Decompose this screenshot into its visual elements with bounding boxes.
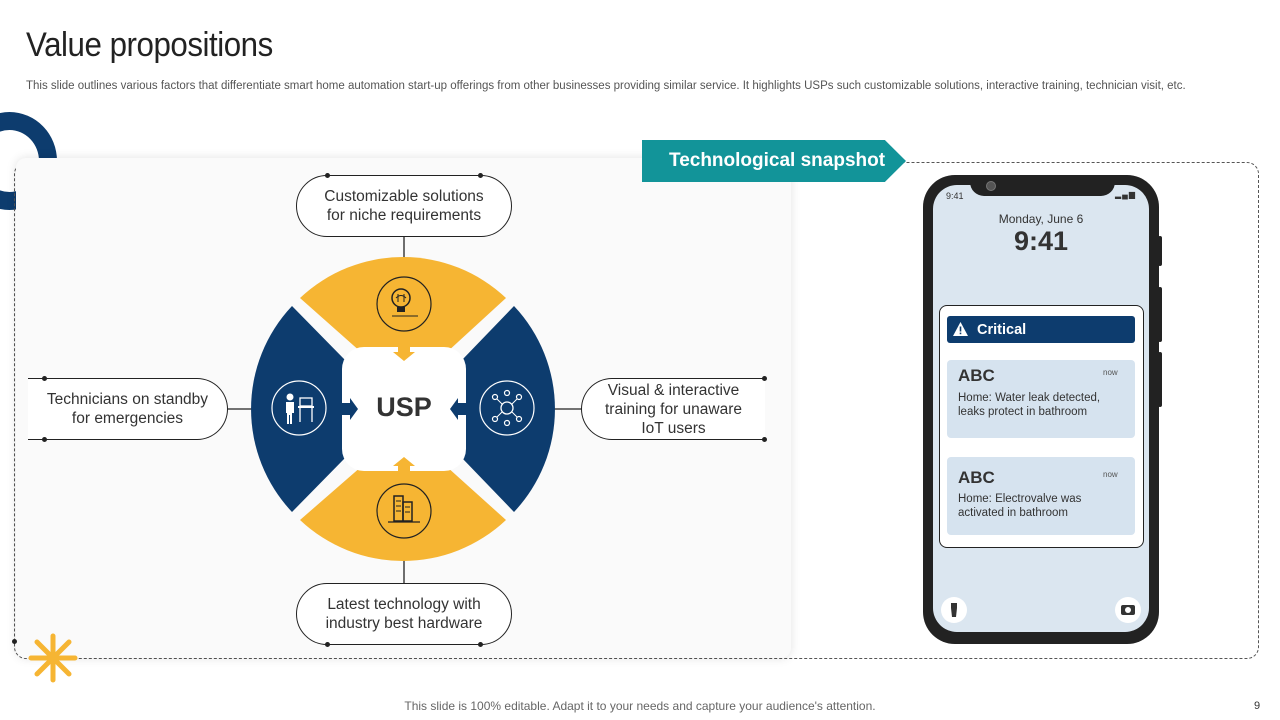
camera-icon xyxy=(986,181,996,191)
lightbulb-brain-icon xyxy=(376,276,432,332)
phone-notch xyxy=(970,176,1115,196)
phone-side-button xyxy=(1158,352,1162,407)
notification-body: Home: Electrovalve was activated in bath… xyxy=(958,493,1082,519)
page-number: 9 xyxy=(1254,700,1261,712)
arrow-top xyxy=(393,346,415,361)
phone-side-button xyxy=(1158,236,1162,266)
lock-screen-clock: 9:41 xyxy=(1013,226,1069,256)
phone-side-button xyxy=(1158,287,1162,342)
signal-icon: ▂▄▆ xyxy=(1115,190,1136,199)
notification-title: ABC xyxy=(958,468,995,487)
arrow-bottom xyxy=(393,457,415,472)
connector-dot xyxy=(762,437,767,442)
page-subtitle: This slide outlines various factors that… xyxy=(26,80,1186,92)
flashlight-button[interactable] xyxy=(941,597,967,623)
usp-latest-technology: Latest technology with industry best har… xyxy=(296,583,512,645)
notification-body: Home: Water leak detected, leaks protect… xyxy=(958,392,1101,418)
usp-technicians-standby: Technicians on standby for emergencies xyxy=(28,378,228,440)
notification-card[interactable] xyxy=(947,457,1135,535)
footer-note: This slide is 100% editable. Adapt it to… xyxy=(404,699,876,713)
notification-time: now xyxy=(1103,368,1118,377)
connector-dot xyxy=(478,173,483,178)
camera-button[interactable] xyxy=(1115,597,1141,623)
warning-icon xyxy=(953,322,968,336)
connector-dot xyxy=(325,173,330,178)
technician-icon xyxy=(271,380,327,436)
iot-network-icon xyxy=(479,380,535,436)
status-bar-time: 9:41 xyxy=(946,191,964,201)
notification-card[interactable] xyxy=(947,360,1135,438)
flashlight-icon xyxy=(951,603,957,617)
usp-center-label: USP xyxy=(376,392,432,422)
critical-alert-bar: Critical xyxy=(947,316,1135,343)
usp-customizable-solutions: Customizable solutions for niche require… xyxy=(296,175,512,237)
building-icon xyxy=(376,483,432,539)
technological-snapshot-banner: Technological snapshot xyxy=(642,140,906,182)
connector-dot xyxy=(42,376,47,381)
status-bar-icons: ▂▄▆ xyxy=(1115,190,1136,199)
connector-dot xyxy=(762,376,767,381)
critical-label: Critical xyxy=(977,321,1027,338)
arrow-right xyxy=(450,398,466,420)
notification-time: now xyxy=(1103,470,1118,479)
arrow-left xyxy=(342,398,358,420)
connector-dot xyxy=(42,437,47,442)
asterisk-icon xyxy=(28,633,78,683)
connector-dot xyxy=(478,642,483,647)
camera-shortcut-icon xyxy=(1121,605,1135,615)
connector-dot xyxy=(12,639,17,644)
connector-dot xyxy=(325,642,330,647)
usp-interactive-training: Visual & interactive training for unawar… xyxy=(581,378,765,440)
page-title: Value propositions xyxy=(26,26,273,64)
lock-screen-date: Monday, June 6 xyxy=(998,212,1084,226)
notification-title: ABC xyxy=(958,366,995,385)
